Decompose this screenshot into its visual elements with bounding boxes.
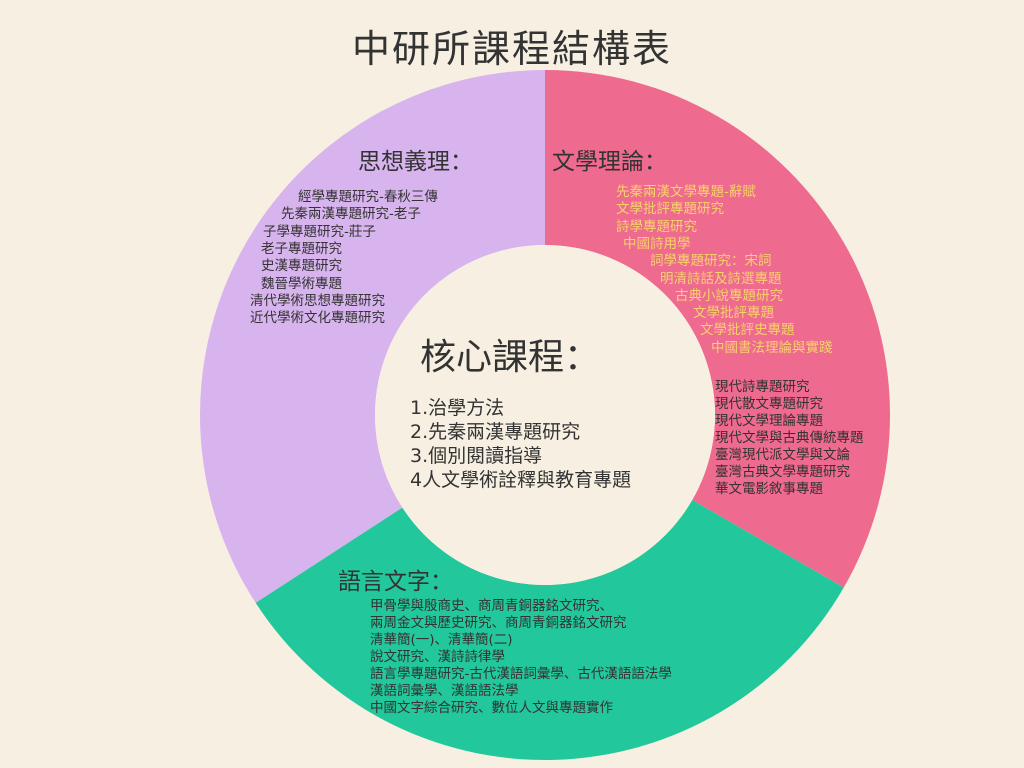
core-course-item: 2.先秦兩漢專題研究 bbox=[410, 421, 581, 443]
literature-modern-item: 臺灣古典文學專題研究 bbox=[715, 464, 850, 480]
literature-modern-item: 現代文學與古典傳統專題 bbox=[715, 430, 864, 446]
literature-modern-list: 現代詩專題研究現代散文專題研究現代文學理論專題現代文學與古典傳統專題臺灣現代派文… bbox=[715, 379, 864, 498]
literature-modern-item: 華文電影敘事專題 bbox=[715, 481, 823, 497]
thought-course-item: 經學專題研究-春秋三傳 bbox=[298, 189, 438, 205]
literature-modern-item: 臺灣現代派文學與文論 bbox=[715, 447, 850, 463]
thought-course-item: 近代學術文化專題研究 bbox=[250, 310, 385, 327]
thought-heading: 思想義理： bbox=[358, 149, 473, 175]
literature-classical-item: 明清詩話及詩選專題 bbox=[660, 270, 782, 287]
literature-classical-item: 文學批評專題 bbox=[693, 305, 774, 322]
language-course-item: 中國文字綜合研究、數位人文與專題實作 bbox=[370, 700, 613, 716]
literature-classical-item: 文學批評專題研究 bbox=[616, 201, 724, 218]
thought-course-item: 魏晉學術專題 bbox=[261, 275, 342, 292]
language-course-item: 甲骨學與殷商史、商周青銅器銘文研究、 bbox=[370, 598, 613, 614]
language-course-list: 甲骨學與殷商史、商周青銅器銘文研究、兩周金文與歷史研究、商周青銅器銘文研究清華簡… bbox=[370, 598, 672, 717]
language-course-item: 清華簡(一)、清華簡(二) bbox=[370, 632, 513, 648]
core-heading: 核心課程： bbox=[420, 337, 601, 378]
thought-course-item: 子學專題研究-莊子 bbox=[263, 223, 376, 240]
thought-course-item: 老子專題研究 bbox=[261, 240, 342, 257]
language-heading: 語言文字： bbox=[338, 569, 453, 595]
literature-modern-item: 現代詩專題研究 bbox=[715, 379, 810, 395]
literature-modern-item: 現代文學理論專題 bbox=[715, 413, 823, 429]
language-course-item: 說文研究、漢詩詩律學 bbox=[370, 649, 505, 665]
thought-segment bbox=[200, 69, 546, 603]
language-segment bbox=[255, 500, 844, 761]
literature-classical-item: 中國書法理論與實踐 bbox=[711, 339, 833, 356]
literature-classical-item: 文學批評史專題 bbox=[700, 322, 795, 339]
literature-modern-item: 現代散文專題研究 bbox=[715, 396, 823, 412]
language-course-item: 漢語詞彙學、漢語語法學 bbox=[370, 683, 519, 699]
literature-classical-item: 中國詩用學 bbox=[623, 235, 691, 252]
core-course-item: 3.個別閱讀指導 bbox=[410, 445, 543, 467]
literature-classical-item: 詞學專題研究：宋詞 bbox=[650, 253, 772, 270]
thought-course-item: 清代學術思想專題研究 bbox=[250, 292, 385, 309]
literature-classical-item: 古典小說專題研究 bbox=[675, 287, 783, 304]
thought-course-item: 史漢專題研究 bbox=[261, 258, 342, 275]
literature-classical-item: 先秦兩漢文學專題-辭賦 bbox=[616, 184, 756, 200]
core-circle bbox=[375, 245, 715, 585]
language-course-item: 語言學專題研究-古代漢語詞彙學、古代漢語語法學 bbox=[370, 666, 672, 682]
literature-segment bbox=[545, 70, 890, 588]
thought-course-item: 先秦兩漢專題研究-老子 bbox=[281, 206, 421, 223]
core-course-item: 1.治學方法 bbox=[410, 397, 505, 419]
core-course-item: 4人文學術詮釋與教育專題 bbox=[410, 469, 632, 491]
language-course-item: 兩周金文與歷史研究、商周青銅器銘文研究 bbox=[370, 615, 627, 631]
literature-heading: 文學理論： bbox=[552, 149, 667, 175]
page-title: 中研所課程結構表 bbox=[351, 27, 672, 71]
literature-classical-item: 詩學專題研究 bbox=[616, 218, 697, 235]
